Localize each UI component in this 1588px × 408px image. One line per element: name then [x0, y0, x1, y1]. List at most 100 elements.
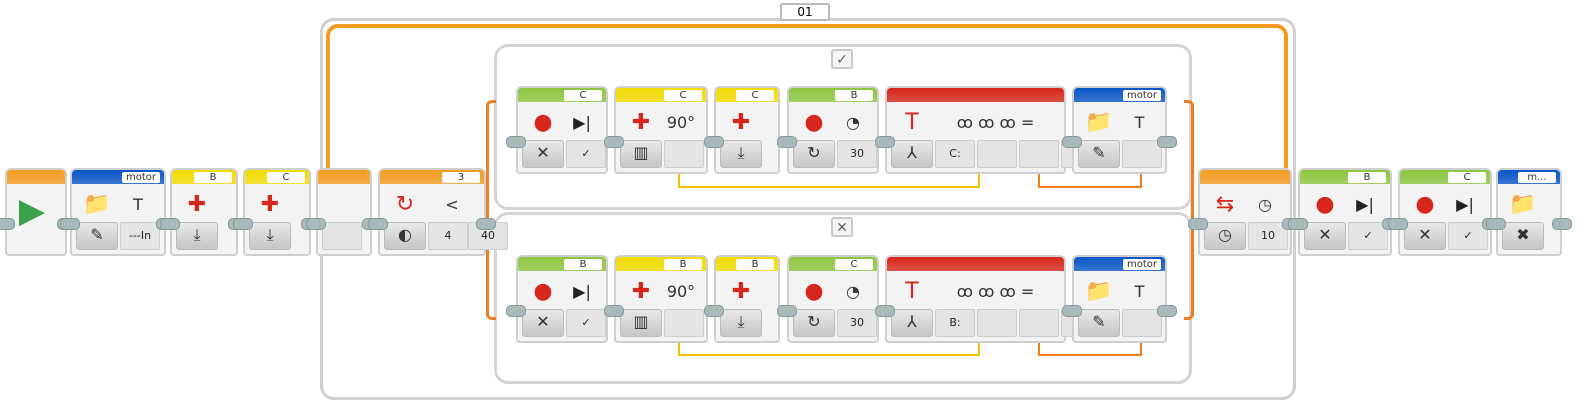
parameter-input[interactable] [664, 309, 704, 337]
mode-selector-button[interactable]: ⤓ [720, 140, 762, 168]
block-header [887, 257, 1064, 271]
file-write-block[interactable]: motor📁T✎ [1062, 86, 1177, 174]
sequence-plug-icon [1157, 136, 1177, 148]
port-selector[interactable]: B [1348, 172, 1386, 183]
data-wire [1038, 338, 1142, 356]
motor-rotation-measure[interactable]: B✚90°▥ [604, 255, 708, 343]
parameter-input[interactable] [1122, 140, 1162, 168]
parameter-input[interactable] [1019, 309, 1059, 337]
large-motor-stop-b[interactable]: B●▶|✕✓ [1288, 168, 1402, 256]
case-false-x-icon[interactable]: ✕ [831, 217, 853, 237]
loop-name-label[interactable]: 01 [780, 3, 830, 21]
large-motor-stop[interactable]: C●▶|✕✓ [506, 86, 608, 174]
parameter-input[interactable]: C: [935, 140, 975, 168]
motor-rotation-icon: ✚ [187, 192, 207, 217]
mode-selector-button[interactable]: ▥ [620, 140, 662, 168]
loop-interrupt-icon: ⇆ [1215, 192, 1235, 217]
mode-selector-button[interactable]: ⤓ [720, 309, 762, 337]
mode-selector-button[interactable]: ↻ [793, 140, 835, 168]
large-motor-stop-c[interactable]: C●▶|✕✓ [1388, 168, 1502, 256]
mode-selector-button[interactable]: ✕ [1304, 222, 1346, 250]
parameter-input[interactable]: ---In [120, 222, 160, 250]
parameter-input[interactable]: 10 [1248, 222, 1288, 250]
case-true-check-icon[interactable]: ✓ [831, 49, 853, 69]
mode-selector-button[interactable]: ✎ [1078, 309, 1120, 337]
port-selector[interactable]: motor [1122, 259, 1161, 270]
parameter-input[interactable]: B: [935, 309, 975, 337]
parameter-input[interactable]: ✓ [1348, 222, 1388, 250]
port-selector[interactable]: motor [1122, 90, 1161, 101]
parameter-input[interactable] [322, 222, 362, 250]
file-close-block[interactable]: m...📁✖ [1486, 168, 1572, 256]
parameter-input[interactable] [1019, 140, 1059, 168]
motor-rotation-block-c[interactable]: C✚⤓ [233, 168, 321, 256]
mode-selector-button[interactable]: ✕ [522, 140, 564, 168]
mode-selector-button[interactable]: ✎ [1078, 140, 1120, 168]
parameter-input[interactable]: 4 [428, 222, 468, 250]
mode-selector-button[interactable]: ◷ [1204, 222, 1246, 250]
parameter-input[interactable] [664, 140, 704, 168]
block-header [1200, 170, 1290, 184]
parameter-input[interactable] [977, 309, 1017, 337]
mode-selector-button[interactable]: ⤓ [176, 222, 218, 250]
motor-rotation-reset[interactable]: C✚⤓ [704, 86, 780, 174]
mode-selector-button[interactable]: ⅄ [891, 309, 933, 337]
port-selector[interactable]: C [736, 90, 774, 101]
port-selector[interactable]: motor [121, 172, 160, 183]
port-selector[interactable]: C [564, 90, 602, 101]
port-selector[interactable]: B [835, 90, 873, 101]
large-motor-icon: ● [804, 110, 824, 135]
parameter-input[interactable]: 30 [837, 140, 877, 168]
parameter-input[interactable]: ✓ [566, 309, 606, 337]
file-write-block[interactable]: motor📁T✎ [1062, 255, 1177, 343]
port-selector[interactable]: C [267, 172, 305, 183]
sequence-plug-icon [306, 218, 326, 230]
port-selector[interactable]: m... [1518, 172, 1556, 183]
port-selector[interactable]: C [835, 259, 873, 270]
motor-rotation-measure[interactable]: C✚90°▥ [604, 86, 708, 174]
port-selector[interactable]: B [194, 172, 232, 183]
sequence-plug-icon [506, 305, 526, 317]
port-selector[interactable]: B [564, 259, 602, 270]
mode-selector-button[interactable]: ◐ [384, 222, 426, 250]
port-selector[interactable]: 3 [442, 172, 480, 183]
mode-selector-button[interactable]: ⤓ [249, 222, 291, 250]
sequence-plug-icon [0, 218, 15, 230]
file-access-block[interactable]: motor📁T✎---In [60, 168, 176, 256]
large-motor-stop[interactable]: B●▶|✕✓ [506, 255, 608, 343]
folder-icon: 📁 [83, 192, 111, 217]
port-selector[interactable]: B [664, 259, 702, 270]
start-block[interactable]: ▶ [0, 168, 77, 256]
mode-selector-button[interactable]: ↻ [793, 309, 835, 337]
parameter-input[interactable]: ✓ [1448, 222, 1488, 250]
large-motor-icon: ● [1315, 192, 1335, 217]
port-selector[interactable]: C [1448, 172, 1486, 183]
parameter-input[interactable]: 30 [837, 309, 877, 337]
block-header [887, 88, 1064, 102]
sequence-plug-icon [1486, 218, 1506, 230]
port-selector[interactable]: C [664, 90, 702, 101]
parameter-input[interactable]: ✓ [566, 140, 606, 168]
mode-selector-button[interactable]: ⅄ [891, 140, 933, 168]
motor-rotation-block-b[interactable]: B ✚ ⤓ [160, 168, 248, 256]
mode-selector-button[interactable]: ✕ [1404, 222, 1446, 250]
large-motor-icon: ● [804, 279, 824, 304]
mode-selector-button[interactable]: ✎ [76, 222, 118, 250]
sequence-plug-icon [160, 218, 180, 230]
parameter-input[interactable] [977, 140, 1017, 168]
large-motor-on[interactable]: C●◔↻30 [777, 255, 879, 343]
loop-start-block[interactable] [306, 168, 382, 256]
infrared-sensor-icon: ↻ [395, 192, 415, 217]
large-motor-on[interactable]: B●◔↻30 [777, 86, 879, 174]
mode-selector-button[interactable]: ✕ [522, 309, 564, 337]
port-selector[interactable]: B [736, 259, 774, 270]
mode-selector-button[interactable]: ▥ [620, 309, 662, 337]
mode-indicator-icon: ◷ [1258, 195, 1272, 214]
loop-end-block[interactable]: ⇆◷◷10 [1188, 168, 1302, 256]
parameter-input[interactable] [1122, 309, 1162, 337]
motor-rotation-reset[interactable]: B✚⤓ [704, 255, 780, 343]
mode-selector-button[interactable]: ✖ [1502, 222, 1544, 250]
